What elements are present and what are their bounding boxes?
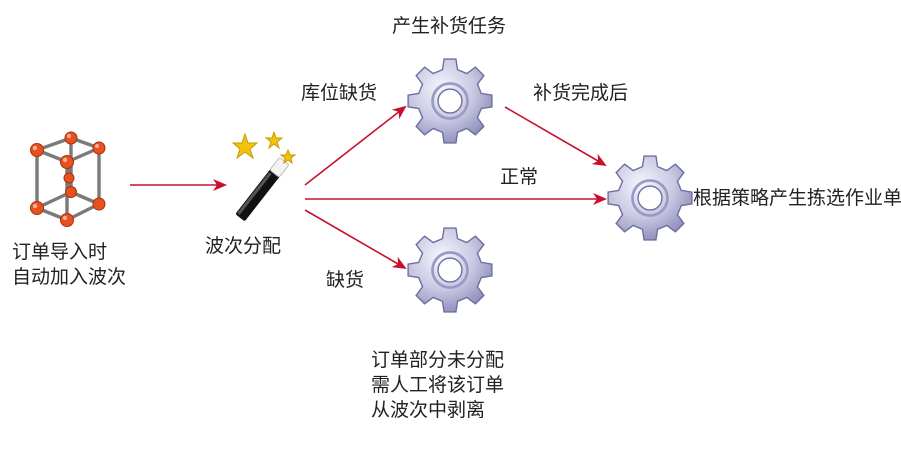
after-replenishment-edge-label: 补货完成后 [533,82,629,104]
shortage-note-line-3: 从波次中剥离 [371,399,486,421]
location-shortage-edge-label: 库位缺货 [301,82,378,104]
gear-icon [407,227,493,313]
gear-icon [407,58,493,144]
arrow-replenish-to-picking [504,106,607,167]
normal-edge-label: 正常 [500,166,539,188]
gear-hole [637,185,663,211]
replenishment-task-label: 产生补货任务 [392,15,507,37]
wave-allocation-label: 波次分配 [205,235,282,257]
arrow-wave-to-replenish [304,105,407,186]
shortage-note-label: 订单部分未分配 需人工将该订单 从波次中剥离 [371,348,504,423]
order-import-line-1: 订单导入时 [12,241,108,263]
molecule-cube-icon [30,131,106,227]
gear-ring [431,82,469,120]
shortage-note-line-1: 订单部分未分配 [371,349,505,371]
magic-wand-icon [231,132,297,221]
arrow-wave-to-shortage [304,209,407,270]
picking-order-label: 根据策略产生拣选作业单 [693,187,901,209]
gear-icon [607,155,693,241]
gear-hole [437,88,463,114]
shortage-note-line-2: 需人工将该订单 [371,374,505,396]
gear-hole [437,257,463,283]
order-import-label: 订单导入时 自动加入波次 [12,240,126,290]
order-import-line-2: 自动加入波次 [12,266,127,288]
gear-ring [631,179,669,217]
shortage-edge-label: 缺货 [326,269,365,291]
gear-ring [431,251,469,289]
